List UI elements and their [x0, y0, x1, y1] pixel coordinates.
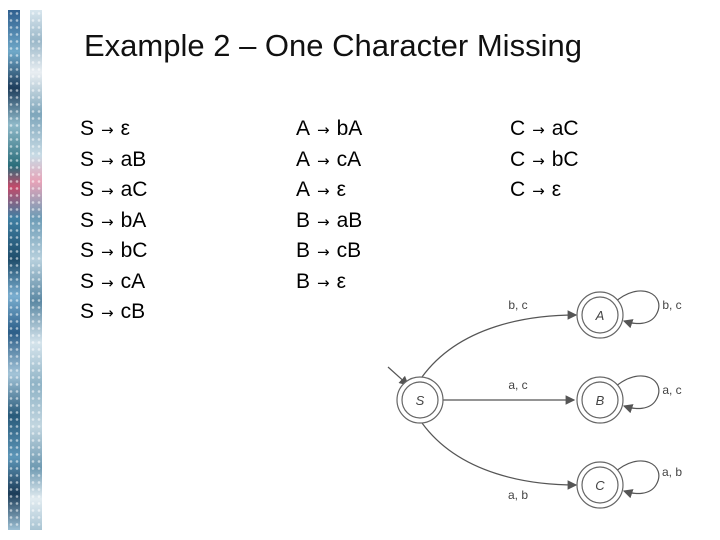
- rules-column-3: C→aC C→bC C→ε: [510, 114, 579, 206]
- rules-column-1: S→ε S→aB S→aC S→bA S→bC S→cA S→cB: [80, 114, 147, 328]
- state-label-s: S: [416, 393, 425, 408]
- arrow-icon: →: [101, 304, 114, 322]
- arrow-icon: →: [317, 121, 330, 139]
- arrow-icon: →: [532, 152, 545, 170]
- decorative-stripe-left: [8, 10, 20, 530]
- production-rule: S→cA: [80, 267, 147, 298]
- production-rule: C→ε: [510, 175, 579, 206]
- arrow-icon: →: [317, 243, 330, 261]
- edge-s-to-a: [422, 315, 576, 377]
- edge-label-s-to-c: a, b: [508, 488, 528, 502]
- arrow-icon: →: [101, 243, 114, 261]
- production-rule: S→bA: [80, 206, 147, 237]
- state-label-b: B: [596, 393, 605, 408]
- arrow-icon: →: [101, 152, 114, 170]
- edge-s-to-c: [422, 423, 576, 485]
- production-rule: A→cA: [296, 145, 362, 176]
- arrow-icon: →: [317, 152, 330, 170]
- state-label-a: A: [595, 308, 605, 323]
- arrow-icon: →: [317, 213, 330, 231]
- arrow-icon: →: [101, 274, 114, 292]
- arrow-icon: →: [101, 213, 114, 231]
- arrow-icon: →: [317, 274, 330, 292]
- slide-title: Example 2 – One Character Missing: [84, 28, 582, 64]
- production-rule: A→ε: [296, 175, 362, 206]
- state-label-c: C: [595, 478, 605, 493]
- edge-label-s-to-b: a, c: [508, 378, 527, 392]
- edge-label-loop-b: a, c: [662, 383, 681, 397]
- edge-label-loop-c: a, b: [662, 465, 682, 479]
- production-rule: S→bC: [80, 236, 147, 267]
- arrow-icon: →: [532, 182, 545, 200]
- production-rule: B→cB: [296, 236, 362, 267]
- arrow-icon: →: [317, 182, 330, 200]
- automaton-diagram: S A B C b, c a, c a, b b, c a, c a, b: [380, 285, 700, 515]
- production-rule: B→aB: [296, 206, 362, 237]
- production-rule: B→ε: [296, 267, 362, 298]
- production-rule: C→bC: [510, 145, 579, 176]
- production-rule: S→aC: [80, 175, 147, 206]
- arrow-icon: →: [532, 121, 545, 139]
- production-rule: S→ε: [80, 114, 147, 145]
- production-rule: C→aC: [510, 114, 579, 145]
- edge-label-s-to-a: b, c: [508, 298, 527, 312]
- decorative-stripe-right: [30, 10, 42, 530]
- arrow-icon: →: [101, 121, 114, 139]
- arrow-icon: →: [101, 182, 114, 200]
- rules-column-2: A→bA A→cA A→ε B→aB B→cB B→ε: [296, 114, 362, 297]
- edge-label-loop-a: b, c: [662, 298, 681, 312]
- production-rule: S→aB: [80, 145, 147, 176]
- production-rule: A→bA: [296, 114, 362, 145]
- production-rule: S→cB: [80, 297, 147, 328]
